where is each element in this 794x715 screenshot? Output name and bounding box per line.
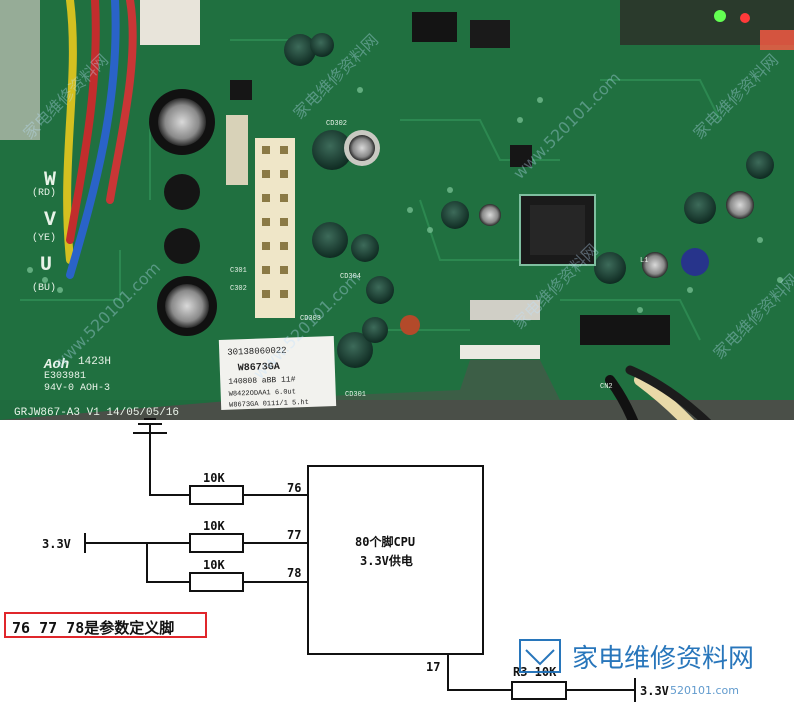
- ref-cd301: CD301: [345, 391, 366, 399]
- note-box: 76 77 78是参数定义脚: [4, 612, 207, 638]
- circuit-board-photo: W (RD) V (YE) U (BU) Aoh 1423H E303981 9…: [0, 0, 794, 420]
- resistor-78-value: 10K: [203, 558, 225, 572]
- phase-v-color: (YE): [32, 232, 56, 244]
- ref-cn2: CN2: [600, 383, 613, 391]
- pin-17-label: 17: [426, 660, 440, 674]
- sticker-line-2: W8673GA: [238, 362, 280, 374]
- wire-supply-to-r78: [146, 543, 190, 583]
- note-text: 76 77 78是参数定义脚: [12, 619, 175, 637]
- watermark-logo-icon: [519, 639, 561, 673]
- pcb-illustration: W (RD) V (YE) U (BU) Aoh 1423H E303981 9…: [0, 0, 794, 420]
- pin-78-label: 78: [287, 566, 301, 580]
- sticker-line-1: 30138060022: [227, 346, 287, 358]
- supply-right-label: 3.3V: [640, 684, 669, 698]
- cpu-box: [307, 465, 484, 655]
- ref-cd302: CD302: [326, 120, 347, 128]
- cpu-label-line-2: 3.3V供电: [360, 553, 413, 568]
- sticker-line-4: W8422ODAA1 6.0ut: [229, 388, 296, 398]
- resistor-r3: [511, 681, 567, 700]
- ref-c301: C301: [230, 267, 247, 275]
- supply-left-label: 3.3V: [42, 537, 71, 551]
- wire-ground-to-r76: [149, 433, 190, 496]
- sticker-line-3: 140808 aBB 11#: [228, 375, 296, 386]
- resistor-76: [189, 485, 244, 505]
- ref-c302: C302: [230, 285, 247, 293]
- resistor-77-value: 10K: [203, 519, 225, 533]
- resistor-77: [189, 533, 244, 553]
- wire-pin17-to-r3: [447, 654, 512, 691]
- resistor-78: [189, 572, 244, 592]
- pin-76-label: 76: [287, 481, 301, 495]
- cert-line-1: E303981: [44, 371, 86, 382]
- ref-cd303: CD303: [300, 315, 321, 323]
- phase-w-color: (RD): [32, 187, 56, 199]
- cert-line-2: 94V-0 AOH-3: [44, 383, 110, 394]
- watermark-brand-large: 家电维修资料网: [572, 644, 754, 674]
- board-model: GRJW867-A3 V1 14/05/05/16: [14, 407, 179, 419]
- sticker-line-5: W8673GA 0111/1 5.ht: [229, 399, 309, 410]
- phase-u-label: U: [40, 254, 52, 277]
- ref-cd304: CD304: [340, 273, 361, 281]
- phase-w-label: W: [44, 169, 56, 192]
- watermark-sub: 520101.com: [670, 684, 739, 697]
- ref-l1: L1: [640, 257, 648, 265]
- phase-u-color: (BU): [32, 282, 56, 294]
- phase-v-label: V: [44, 209, 56, 232]
- brand-code: 1423H: [78, 356, 111, 368]
- pin-77-label: 77: [287, 528, 301, 542]
- cpu-label-line-1: 80个脚CPU: [355, 534, 415, 549]
- watermark-logo-mark: [525, 649, 555, 666]
- brand-logo: Aoh: [43, 357, 69, 373]
- resistor-76-value: 10K: [203, 471, 225, 485]
